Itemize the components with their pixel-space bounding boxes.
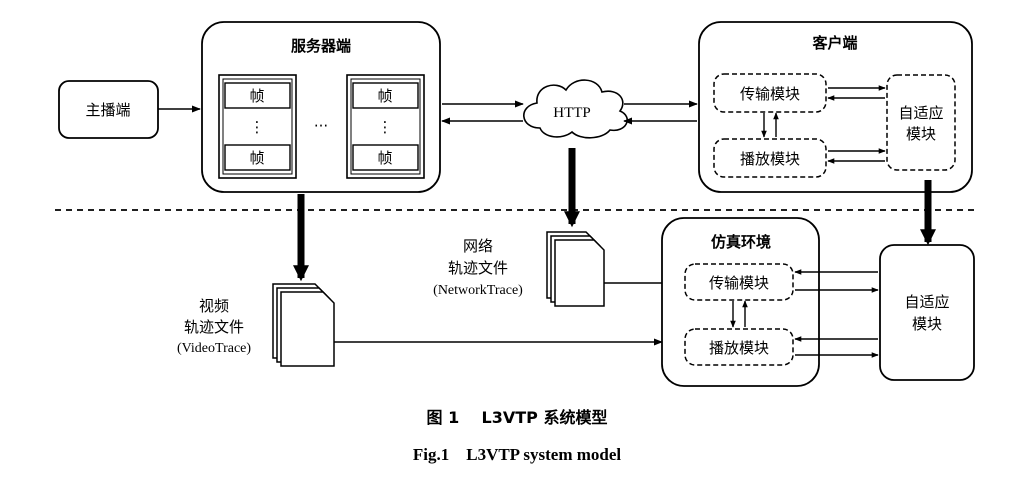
sim-adaptive-label: 模块 — [912, 315, 942, 333]
frame-hdots: ··· — [314, 117, 328, 135]
frame-label: 帧 — [377, 87, 392, 105]
client-adaptive-label: 自适应 — [898, 104, 943, 122]
video-trace-label: 视频 — [199, 297, 229, 315]
frame-cell — [352, 144, 419, 171]
client-playback-label: 播放模块 — [740, 150, 800, 168]
sim-adaptive-label: 自适应 — [904, 293, 949, 311]
frame-label: 帧 — [249, 149, 264, 167]
frame-vdots: ⋮ — [250, 118, 265, 136]
sim-playback-label: 播放模块 — [709, 339, 769, 357]
anchor-label: 主播端 — [85, 101, 130, 119]
frame-cell — [352, 82, 419, 109]
network-trace-label: 网络 — [463, 237, 493, 255]
server-label: 服务器端 — [291, 37, 351, 55]
sim-playback-module — [684, 328, 794, 366]
http-cloud — [523, 79, 628, 139]
video-trace-label: 轨迹文件 — [184, 318, 244, 336]
frame-vdots: ⋮ — [378, 118, 393, 136]
http-label: HTTP — [553, 105, 591, 121]
video-trace-label: (VideoTrace) — [177, 341, 251, 356]
client-adaptive-label: 模块 — [906, 125, 936, 143]
sim-transfer-label: 传输模块 — [709, 274, 769, 292]
client-transfer-module — [713, 73, 827, 113]
frame-stack-right-inner — [350, 78, 421, 175]
frame-cell — [224, 144, 291, 171]
simulation-label: 仿真环境 — [711, 233, 771, 251]
client-adaptive-module — [886, 74, 956, 171]
sim-adaptive-module — [879, 244, 975, 381]
frame-label: 帧 — [249, 87, 264, 105]
network-trace-label: (NetworkTrace) — [433, 283, 523, 298]
client-label: 客户端 — [811, 34, 857, 52]
network-trace-document-icon — [546, 231, 605, 307]
caption-en: Fig.1 L3VTP system model — [413, 445, 622, 464]
sim-transfer-module — [684, 263, 794, 301]
frame-stack-left-inner — [222, 78, 293, 175]
network-trace-label: 轨迹文件 — [448, 259, 508, 277]
client-playback-module — [713, 138, 827, 178]
video-trace-document-icon — [272, 283, 335, 367]
client-transfer-label: 传输模块 — [740, 85, 800, 103]
caption-zh: 图 1 L3VTP 系统模型 — [427, 408, 608, 427]
frame-label: 帧 — [377, 149, 392, 167]
frame-cell — [224, 82, 291, 109]
